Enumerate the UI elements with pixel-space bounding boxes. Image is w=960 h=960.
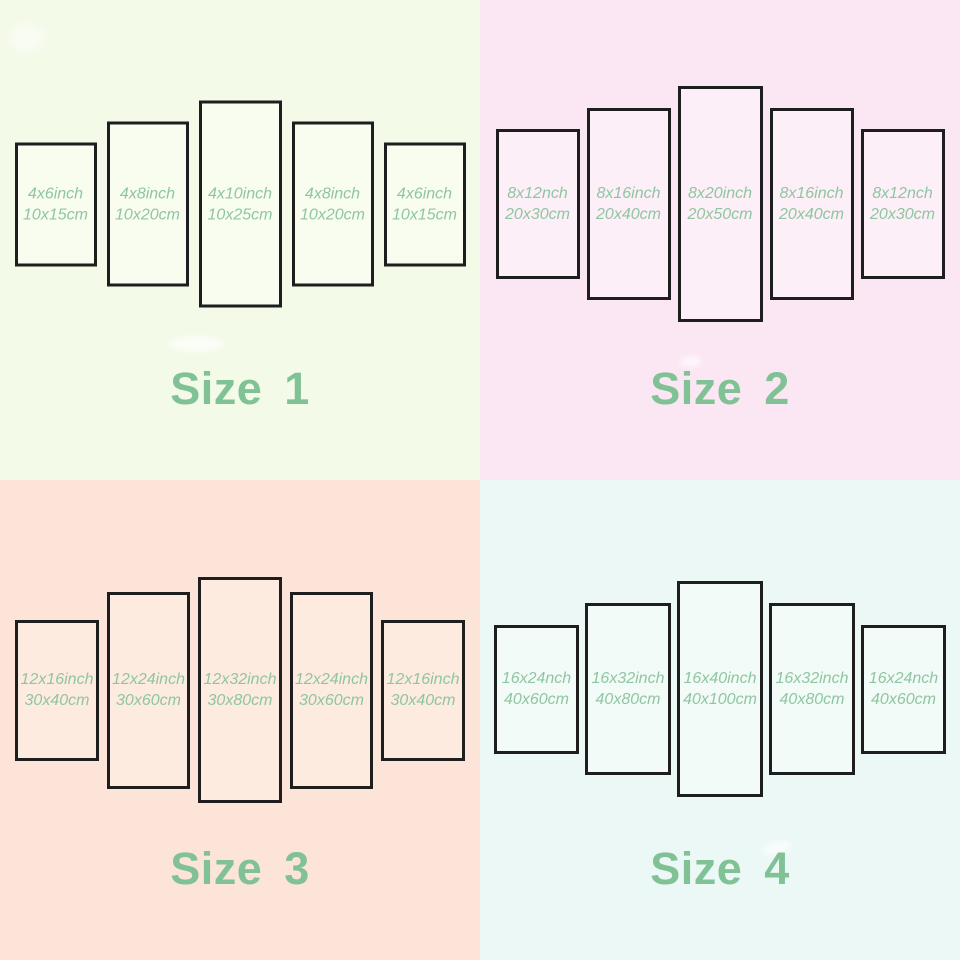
panel-size-cm: 10x25cm <box>207 206 273 223</box>
panel-size-cm: 10x20cm <box>300 206 365 223</box>
panel-size-inches: 12x16inch <box>20 671 94 688</box>
size-1-section: 4x6inch 10x15cm 4x8inch 10x20cm 4x10inch… <box>0 0 480 480</box>
size-2-title: Size 2 <box>650 363 790 414</box>
panel-size-cm: 30x40cm <box>390 692 456 709</box>
panel-size-cm: 20x30cm <box>870 206 935 223</box>
panel-size-inches: 12x24inch <box>295 671 368 688</box>
panel-size-inches: 12x16inch <box>386 671 460 688</box>
size-1-title: Size 1 <box>170 363 310 414</box>
panel-size-inches: 16x24nch <box>868 670 939 687</box>
canvas-panel: 8x16inch 20x40cm <box>769 108 854 300</box>
canvas-panel: 16x24nch 40x60cm <box>861 624 946 754</box>
panel-size-cm: 20x50cm <box>687 206 753 223</box>
size-3-title: Size 3 <box>170 843 310 894</box>
canvas-panel: 8x20inch 20x50cm <box>677 86 763 322</box>
panel-size-inches: 16x24nch <box>501 670 572 687</box>
panel-size-inches: 8x12nch <box>507 185 568 202</box>
panel-size-cm: 30x40cm <box>24 692 90 709</box>
panel-size-cm: 30x60cm <box>299 692 364 709</box>
panel-group-size-4: 16x24nch 40x60cm 16x32inch 40x80cm 16x40… <box>480 581 960 797</box>
size-2-section: 8x12nch 20x30cm 8x16inch 20x40cm 8x20inc… <box>480 0 960 480</box>
panel-size-inches: 4x10inch <box>207 185 273 202</box>
size-4-section: 16x24nch 40x60cm 16x32inch 40x80cm 16x40… <box>480 480 960 960</box>
panel-size-cm: 10x15cm <box>392 206 457 223</box>
size-3-section: 12x16inch 30x40cm 12x24inch 30x60cm 12x3… <box>0 480 480 960</box>
panel-size-inches: 4x6inch <box>396 185 453 202</box>
canvas-panel: 16x32inch 40x80cm <box>585 603 671 775</box>
panel-size-inches: 12x32inch <box>203 671 277 688</box>
panel-group-size-2: 8x12nch 20x30cm 8x16inch 20x40cm 8x20inc… <box>480 86 960 322</box>
canvas-panel: 8x12nch 20x30cm <box>495 129 580 279</box>
panel-size-cm: 40x100cm <box>683 691 757 708</box>
canvas-panel: 12x32inch 30x80cm <box>198 577 282 803</box>
canvas-panel: 8x12nch 20x30cm <box>860 129 945 279</box>
panel-size-inches: 4x8inch <box>119 185 176 202</box>
panel-size-cm: 30x80cm <box>207 692 273 709</box>
panel-size-cm: 10x15cm <box>23 206 88 223</box>
panel-size-cm: 40x80cm <box>595 691 661 708</box>
panel-size-cm: 10x20cm <box>115 206 180 223</box>
panel-size-cm: 20x40cm <box>779 206 844 223</box>
panel-size-inches: 8x12nch <box>872 185 933 202</box>
panel-size-cm: 40x60cm <box>871 691 936 708</box>
panel-size-cm: 40x80cm <box>779 691 845 708</box>
panel-size-inches: 16x32inch <box>775 670 849 687</box>
panel-size-inches: 8x16inch <box>596 185 661 202</box>
canvas-panel: 12x16inch 30x40cm <box>381 619 465 761</box>
canvas-panel: 4x6inch 10x15cm <box>14 142 97 266</box>
canvas-panel: 4x8inch 10x20cm <box>291 121 374 287</box>
size-4-title: Size 4 <box>650 843 790 894</box>
panel-size-inches: 8x16inch <box>779 185 844 202</box>
panel-size-inches: 16x40inch <box>683 670 757 687</box>
canvas-panel: 16x40inch 40x100cm <box>677 581 763 797</box>
canvas-panel: 12x24inch 30x60cm <box>290 591 373 789</box>
panel-size-inches: 12x24inch <box>112 671 185 688</box>
panel-size-inches: 8x20inch <box>687 185 753 202</box>
panel-group-size-1: 4x6inch 10x15cm 4x8inch 10x20cm 4x10inch… <box>0 100 480 308</box>
canvas-panel: 4x6inch 10x15cm <box>383 142 466 266</box>
panel-size-cm: 20x30cm <box>505 206 570 223</box>
panel-size-inches: 4x8inch <box>304 185 361 202</box>
canvas-panel: 12x16inch 30x40cm <box>15 619 99 761</box>
canvas-panel: 12x24inch 30x60cm <box>107 591 190 789</box>
panel-group-size-3: 12x16inch 30x40cm 12x24inch 30x60cm 12x3… <box>0 577 480 803</box>
canvas-panel: 16x24nch 40x60cm <box>494 624 579 754</box>
canvas-panel: 4x8inch 10x20cm <box>106 121 189 287</box>
canvas-panel: 16x32inch 40x80cm <box>769 603 855 775</box>
panel-size-cm: 30x60cm <box>116 692 181 709</box>
watermark-smudge <box>8 22 46 54</box>
canvas-panel: 4x10inch 10x25cm <box>198 100 282 308</box>
panel-size-cm: 40x60cm <box>504 691 569 708</box>
canvas-panel: 8x16inch 20x40cm <box>586 108 671 300</box>
panel-size-inches: 16x32inch <box>591 670 665 687</box>
panel-size-cm: 20x40cm <box>596 206 661 223</box>
watermark-smudge <box>168 336 224 352</box>
panel-size-inches: 4x6inch <box>27 185 84 202</box>
